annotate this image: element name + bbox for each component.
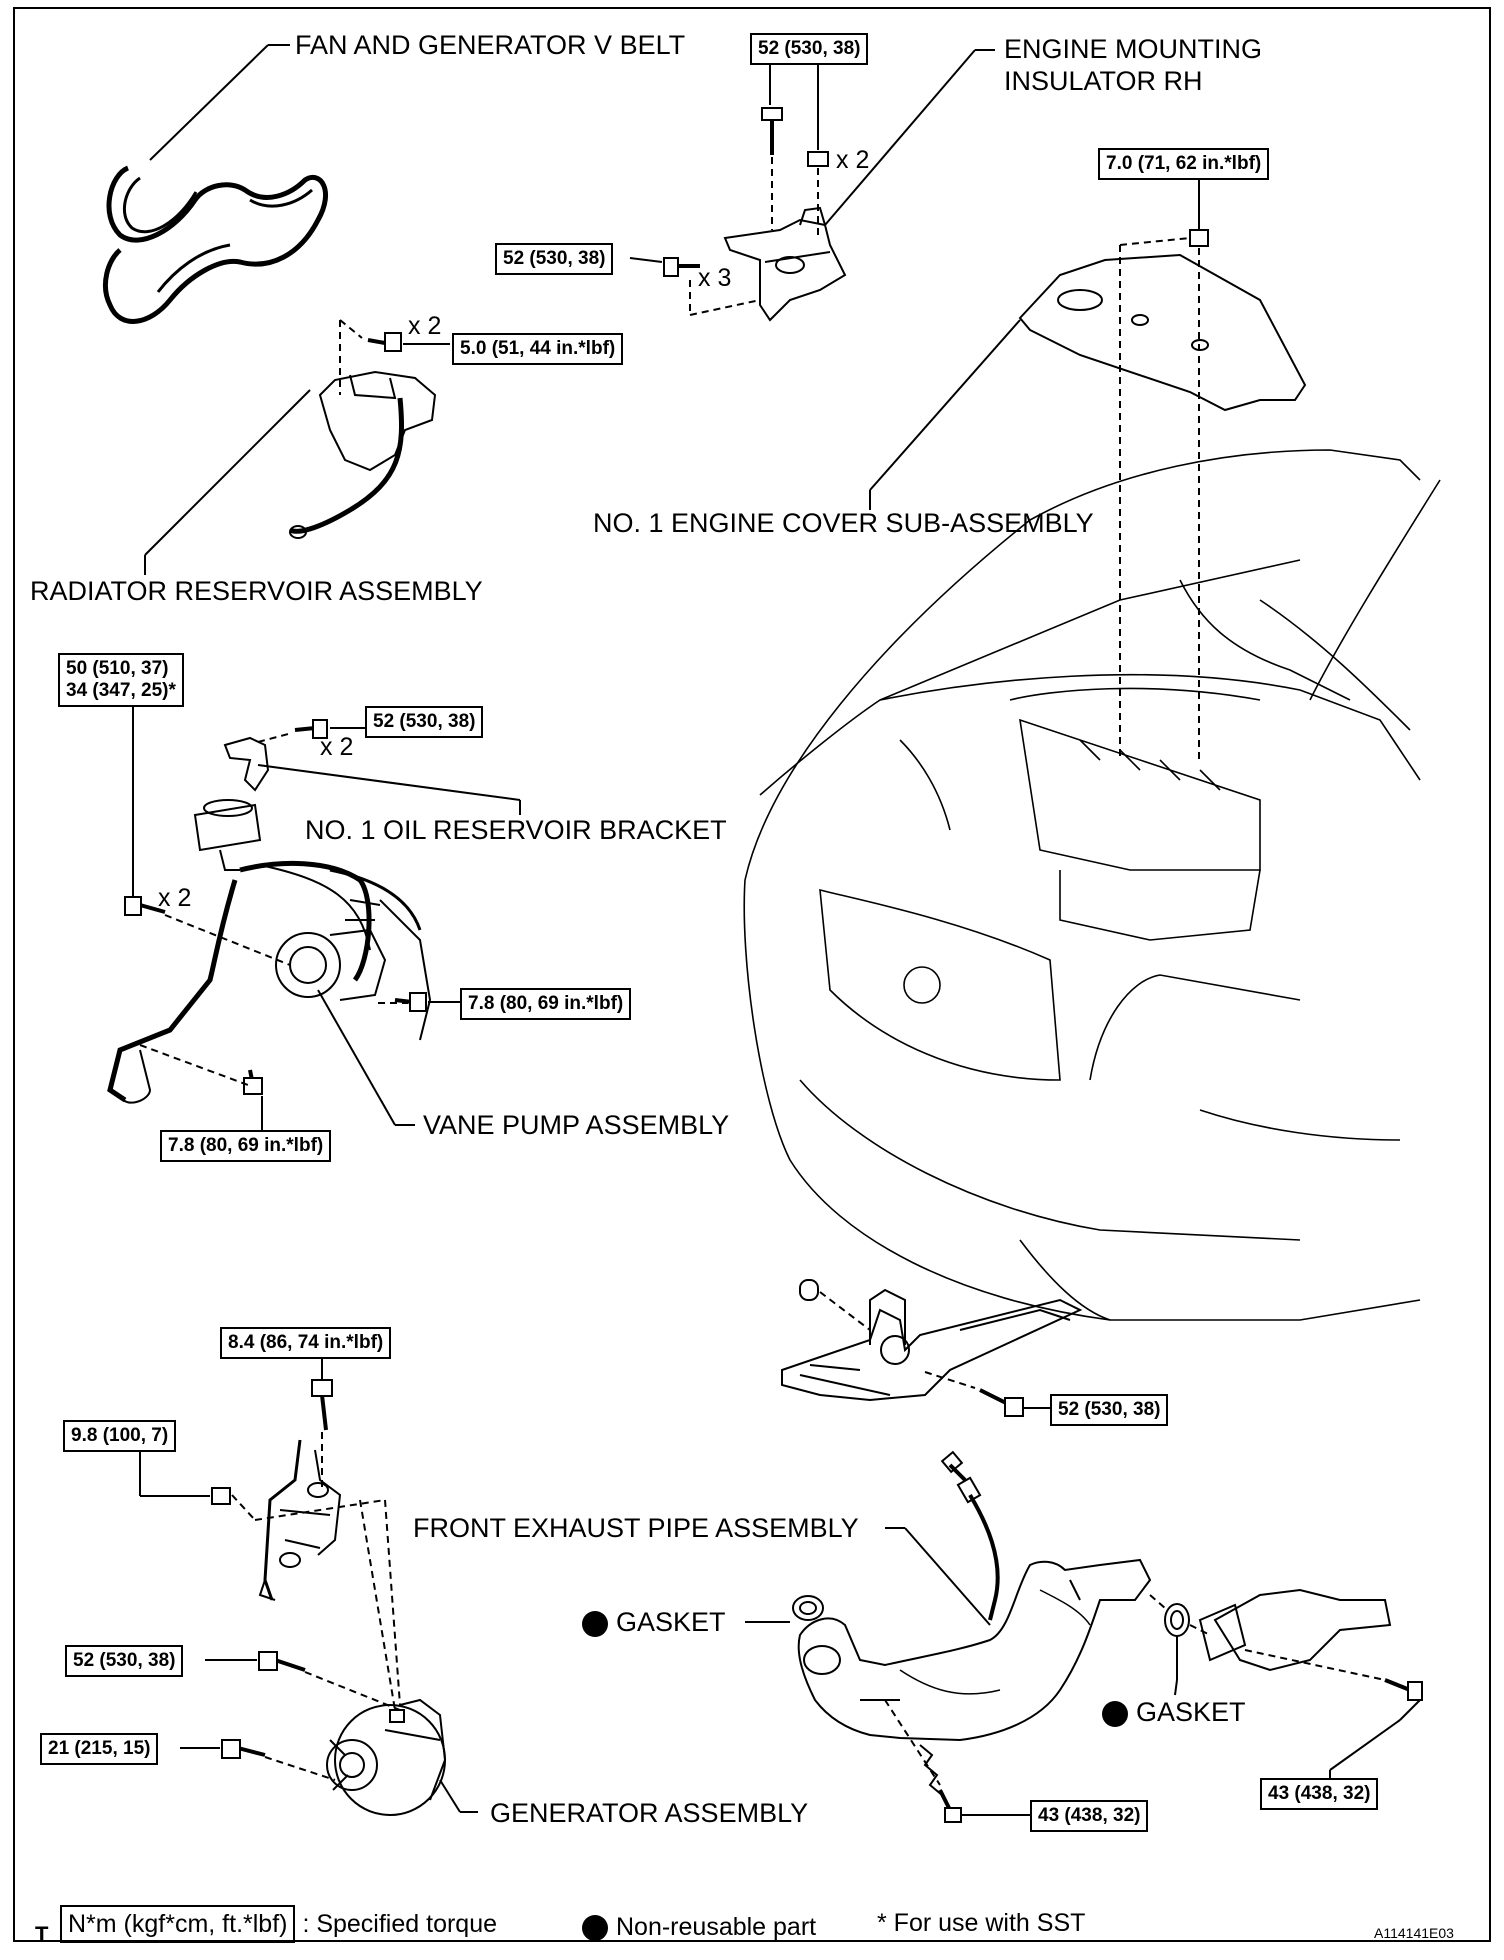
torque-gen-bolt-lower: 21 (215, 15) [40, 1733, 159, 1765]
torque-bracket-main-line1: 50 (510, 37) [66, 658, 169, 679]
torque-gen-top: 8.4 (86, 74 in.*lbf) [220, 1327, 392, 1359]
front-exhaust-pipe-drawing [797, 1450, 1152, 1796]
leader-v-belt [149, 44, 269, 161]
non-reusable-dot-icon [582, 1915, 608, 1942]
torque-mount-side: 52 (530, 38) [495, 243, 614, 275]
torque-bracket-main-line2: 34 (347, 25)* [66, 680, 176, 701]
label-engine-mount-2: INSULATOR RH [1004, 66, 1203, 96]
torque-pump-bottom: 7.8 (80, 69 in.*lbf) [160, 1130, 332, 1162]
gasket-right-ring [1164, 1603, 1190, 1637]
label-vane-pump: VANE PUMP ASSEMBLY [423, 1110, 730, 1140]
label-exhaust-pipe: FRONT EXHAUST PIPE ASSEMBLY [413, 1513, 859, 1543]
engine-mount-insulator-drawing [723, 206, 847, 322]
torque-exhaust-right: 43 (438, 32) [1260, 1778, 1379, 1810]
leader-vane-pump [317, 989, 396, 1126]
v-belt-drawing [102, 165, 329, 324]
gasket-left-text: GASKET [616, 1607, 726, 1637]
label-engine-cover: NO. 1 ENGINE COVER SUB-ASSEMBLY [593, 508, 1094, 538]
torque-oil-bracket: 52 (530, 38) [365, 706, 484, 738]
label-oil-bracket: NO. 1 OIL RESERVOIR BRACKET [305, 815, 727, 845]
pump-bolt-right [394, 992, 427, 1012]
torque-exhaust-left: 43 (438, 32) [1030, 1800, 1149, 1832]
qty-mount-bolt: x 3 [698, 264, 732, 292]
vane-pump-drawing [107, 799, 432, 1104]
non-reusable-dot-icon [1102, 1700, 1128, 1727]
legend-sst: * For use with SST [877, 1909, 1086, 1937]
vehicle-front-outline [743, 449, 1441, 1321]
gen-nut [211, 1487, 231, 1505]
lower-engine-mount-drawing [781, 1288, 1083, 1402]
radiator-reservoir-drawing [288, 370, 437, 539]
leader-engine-cover [869, 319, 1021, 491]
figure-code: A114141E03 [1374, 1925, 1454, 1941]
oil-reservoir-bracket-drawing [223, 736, 270, 792]
mount-bolt-side [663, 257, 700, 277]
label-gasket-left: GASKET [582, 1607, 726, 1637]
mount-nut [807, 151, 829, 167]
leader-generator [439, 1779, 461, 1813]
lower-mount-nut [799, 1279, 819, 1301]
torque-lower-mount: 52 (530, 38) [1050, 1394, 1169, 1426]
legend-non-reusable-text: Non-reusable part [616, 1913, 817, 1941]
leader-engine-mount [824, 49, 976, 226]
torque-pump-right: 7.8 (80, 69 in.*lbf) [460, 988, 632, 1020]
gen-bolt-upper [258, 1651, 306, 1672]
figure-frame [13, 7, 1491, 1942]
exhaust-bolt-right [1384, 1678, 1423, 1701]
generator-wiring-drawing [258, 1439, 342, 1601]
legend-torque: N*m (kgf*cm, ft.*lbf) : Specified torque [60, 1905, 497, 1943]
reservoir-bolt [367, 332, 402, 352]
label-generator: GENERATOR ASSEMBLY [490, 1798, 809, 1828]
torque-bracket-main: 50 (510, 37) 34 (347, 25)* [58, 653, 184, 707]
leader-radiator-reservoir [144, 389, 311, 556]
gen-top-bolt [311, 1379, 333, 1431]
label-gasket-right: GASKET [1102, 1697, 1246, 1727]
torque-reservoir: 5.0 (51, 44 in.*lbf) [452, 333, 624, 365]
legend-torque-desc: : Specified torque [302, 1910, 498, 1938]
qty-reservoir-bolt: x 2 [408, 312, 442, 340]
cover-nut [1189, 229, 1209, 247]
pump-bolt-bottom [243, 1069, 263, 1095]
qty-bracket-bolt: x 2 [320, 733, 354, 761]
torque-cover: 7.0 (71, 62 in.*lbf) [1098, 148, 1270, 180]
lower-mount-bolt [979, 1388, 1024, 1417]
gen-bolt-lower [221, 1739, 266, 1759]
catalytic-converter-drawing [1198, 1588, 1392, 1672]
non-reusable-dot-icon [582, 1610, 608, 1637]
qty-main-bolt: x 2 [158, 884, 192, 912]
label-engine-mount: ENGINE MOUNTING [1004, 34, 1263, 64]
qty-mount-nut: x 2 [836, 146, 870, 174]
generator-drawing [326, 1698, 447, 1816]
footer-letter: T [35, 1922, 49, 1947]
leader-oil-bracket [257, 764, 521, 801]
gasket-right-text: GASKET [1136, 1697, 1246, 1727]
torque-gen-nut: 9.8 (100, 7) [63, 1420, 177, 1452]
mount-bolt-top [761, 107, 783, 155]
gasket-left-ring [792, 1595, 824, 1621]
exhaust-bolt-left [938, 1789, 962, 1823]
legend-non-reusable: Non-reusable part [582, 1912, 816, 1942]
torque-gen-bolt-upper: 52 (530, 38) [65, 1645, 184, 1677]
label-fan-belt: FAN AND GENERATOR V BELT [295, 30, 686, 60]
bracket-bolt [294, 719, 328, 739]
leader-exhaust [904, 1527, 991, 1626]
legend-torque-unit: N*m (kgf*cm, ft.*lbf) [60, 1905, 296, 1943]
torque-mount-top: 52 (530, 38) [750, 33, 869, 65]
engine-cover-drawing [1018, 253, 1307, 412]
label-radiator-reservoir: RADIATOR RESERVOIR ASSEMBLY [30, 576, 483, 606]
